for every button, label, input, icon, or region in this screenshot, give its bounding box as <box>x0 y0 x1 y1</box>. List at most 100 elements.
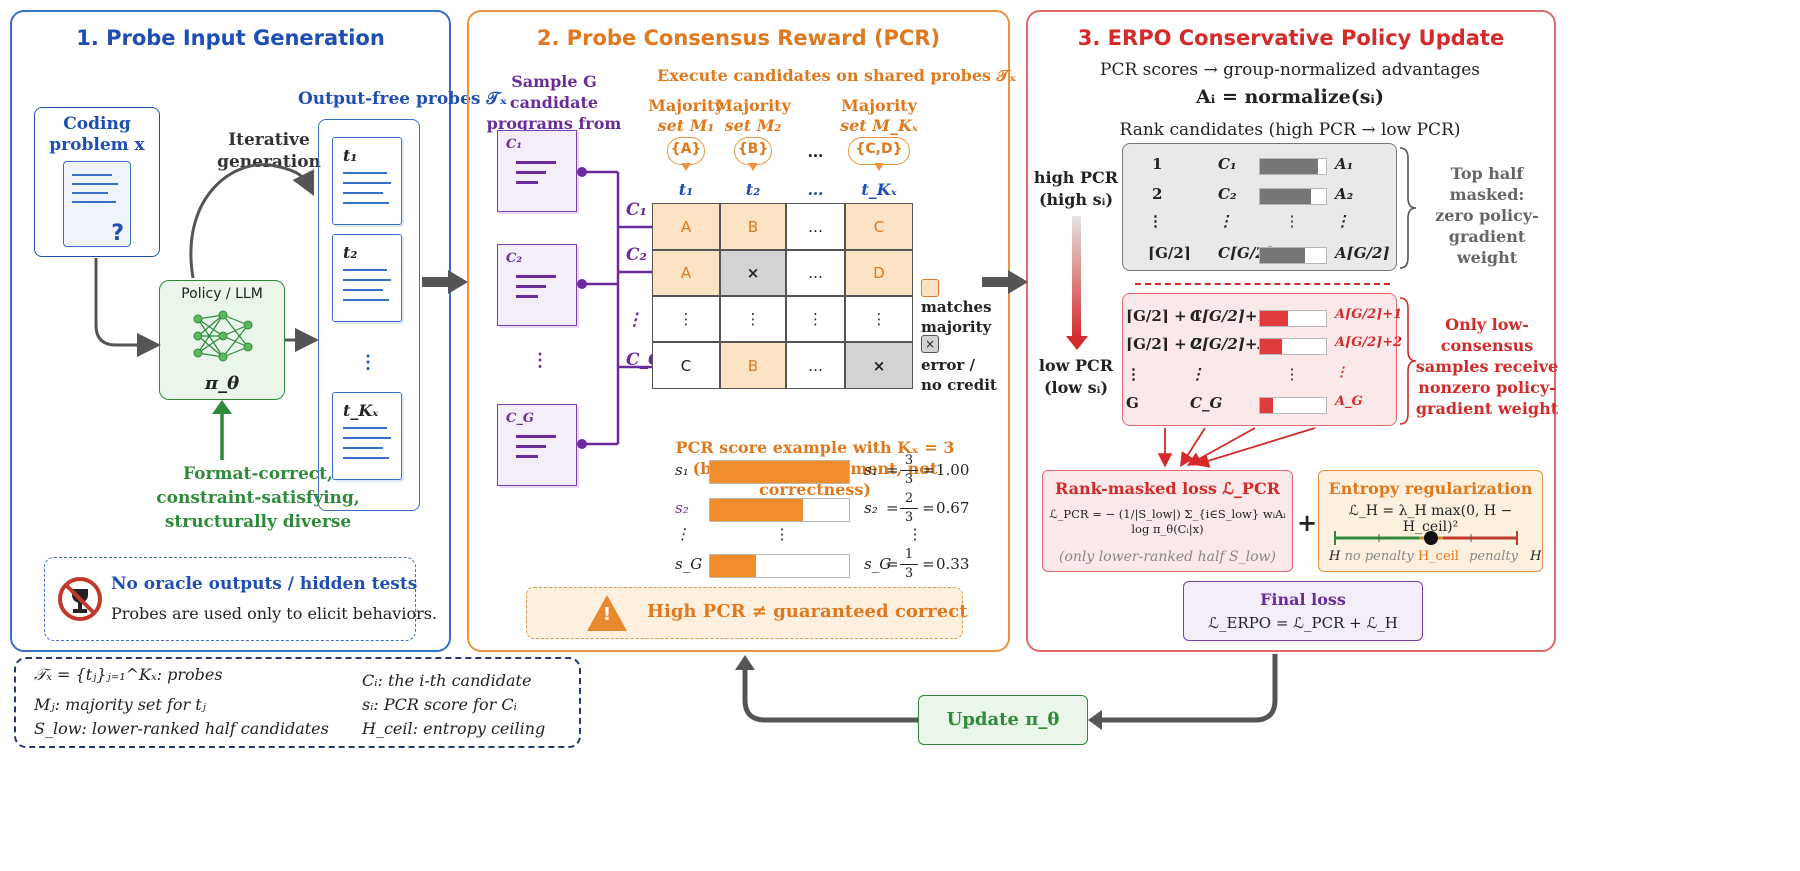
bubble-tail <box>748 163 758 171</box>
entropy-formula: ℒ_H = λ_H max(0, H − H_ceil)² <box>1348 503 1513 535</box>
grid-cell: … <box>786 250 845 296</box>
rank-number: ⋮ <box>1126 365 1141 383</box>
top-note-4: gradient <box>1448 227 1526 246</box>
score-den: 3 <box>904 472 914 487</box>
policy-label: Policy / LLM <box>181 286 263 302</box>
score-eq-label: s_G <box>864 555 892 573</box>
rank-candidate: C⌈G/2⌉+1 <box>1190 307 1268 325</box>
candidate-code-line <box>516 455 538 458</box>
probe-document-1: t₁ <box>332 137 402 225</box>
oracle-text: Probes are used only to elicit behaviors… <box>111 604 438 623</box>
neural-network-icon <box>193 310 253 362</box>
rank-loss-formula: ℒ_PCR = − (1/|S_low|) Σ_{i∈S_low} wᵢAᵢ l… <box>1049 507 1286 536</box>
majority-label-4-line1: Majority <box>841 96 917 115</box>
grid-cell: … <box>786 203 845 250</box>
legend-item-probes: 𝒯ₓ = {tⱼ}ⱼ₌₁^Kₓ: probes <box>34 665 223 684</box>
rank-candidate: C₂ <box>1218 185 1237 203</box>
column-header-4: t_Kₓ <box>861 180 897 199</box>
coding-problem-line1: Coding <box>63 114 131 134</box>
grid-cell: × <box>845 342 913 389</box>
candidate-code-line <box>516 171 546 174</box>
rank-bar <box>1259 397 1327 414</box>
panel-probe-input-generation: 1. Probe Input Generation <box>10 10 451 652</box>
panel3-title: 3. ERPO Conservative Policy Update <box>1077 26 1505 50</box>
entropy-axis-no-penalty: no penalty <box>1344 549 1414 564</box>
probe-text-line <box>343 427 387 429</box>
grid-cell: ⋮ <box>720 296 786 342</box>
rank-bar-fill <box>1260 339 1283 354</box>
score-den: 3 <box>904 510 914 525</box>
candidate-document-4: C_G <box>497 404 577 486</box>
legend-item-score: sᵢ: PCR score for Cᵢ <box>362 695 517 714</box>
score-bar-fill <box>710 461 849 483</box>
rank-advantage: A₁ <box>1335 155 1354 173</box>
rank-bar-fill <box>1260 189 1312 204</box>
grid-cell: ⋮ <box>786 296 845 342</box>
column-header-2: t₂ <box>745 180 761 199</box>
rank-advantage: ⋮ <box>1335 365 1348 380</box>
rank-number: 2 <box>1152 185 1163 203</box>
rank-number: 1 <box>1152 155 1163 173</box>
grid-cell: C <box>845 203 913 250</box>
rank-advantage: A⌈G/2⌉+2 <box>1335 335 1403 350</box>
grid-cell: D <box>845 250 913 296</box>
bottom-note-5: gradient weight <box>1415 399 1559 418</box>
score-label-2: s₂ <box>675 499 689 517</box>
panel1-title: 1. Probe Input Generation <box>76 26 385 50</box>
sample-label-line1: Sample G candidate <box>509 72 599 112</box>
candidate-doc-label-4: C_G <box>506 411 534 426</box>
score-label-1: s₁ <box>675 461 689 479</box>
high-label-line2: (high sᵢ) <box>1038 190 1114 209</box>
rank-advantage: A⌈G/2⌉+1 <box>1335 307 1403 322</box>
notation-legend: 𝒯ₓ = {tⱼ}ⱼ₌₁^Kₓ: probes Cᵢ: the i-th can… <box>14 657 581 748</box>
score-eq: = <box>886 499 899 517</box>
rank-advantage: ⋮ <box>1335 212 1350 230</box>
majority-label-1-line2: set M₁ <box>657 116 715 135</box>
top-note-2: masked: <box>1449 185 1525 204</box>
grid-cell: × <box>720 250 786 296</box>
majority-bubble-2: {B} <box>734 137 772 165</box>
grid-cell: B <box>720 203 786 250</box>
top-note-5: weight <box>1456 248 1518 267</box>
rank-loss-note: (only lower-ranked half S_low) <box>1059 549 1276 565</box>
final-loss-title: Final loss <box>1260 590 1346 609</box>
entropy-axis <box>1334 531 1518 545</box>
legend-item-candidate: Cᵢ: the i-th candidate <box>362 671 532 690</box>
legend-error-line1: error / <box>921 356 975 374</box>
probe-label-2: t₂ <box>343 243 358 262</box>
legend-item-majority: Mⱼ: majority set for tⱼ <box>34 695 206 714</box>
rank-candidate: C_G <box>1190 394 1223 412</box>
entropy-axis-ceil: H_ceil <box>1417 549 1459 564</box>
entropy-axis-left: H <box>1329 549 1341 564</box>
formula-a: Aᵢ = normalize(sᵢ) <box>1196 86 1384 108</box>
plus-sign: + <box>1297 508 1318 537</box>
probes-container <box>318 119 420 511</box>
legend-match-line1: matches <box>921 298 992 316</box>
majority-bubble-1: {A} <box>667 137 705 165</box>
majority-bubble-text-1: {A} <box>670 141 702 157</box>
score-value: 0.33 <box>936 555 970 573</box>
rank-candidate: ⋮ <box>1218 212 1233 230</box>
coding-problem-line2: problem x <box>49 135 145 155</box>
probe-label-4: t_Kₓ <box>343 401 379 420</box>
warning-text: High PCR ≠ guaranteed correct <box>647 601 968 622</box>
probe-text-line <box>343 172 387 174</box>
score-ellipsis: ⋮ <box>774 525 790 543</box>
top-note-1: Top half <box>1450 164 1524 183</box>
score-den: 3 <box>904 566 914 581</box>
column-header-3: … <box>807 180 824 199</box>
rank-number: G <box>1126 394 1139 412</box>
entropy-axis-penalty: penalty <box>1469 549 1518 564</box>
legend-item-slow: S_low: lower-ranked half candidates <box>34 719 329 738</box>
pcr-to-advantages: PCR scores → group-normalized advantages <box>1100 60 1480 80</box>
panel-probe-consensus-reward: 2. Probe Consensus Reward (PCR) <box>467 10 1010 652</box>
probe-ellipsis: ⋮ <box>359 352 377 373</box>
score-bar-fill <box>710 555 756 577</box>
score-eq2: = <box>922 555 935 573</box>
green-note-line1: Format-correct, <box>183 464 333 484</box>
bottom-brace <box>1399 297 1417 425</box>
rank-loss-title: Rank-masked loss ℒ_PCR <box>1055 479 1280 498</box>
rank-bar-fill <box>1260 311 1288 326</box>
bottom-note-2: consensus <box>1440 336 1534 355</box>
coding-problem-box: Coding problem x ? <box>34 107 160 257</box>
